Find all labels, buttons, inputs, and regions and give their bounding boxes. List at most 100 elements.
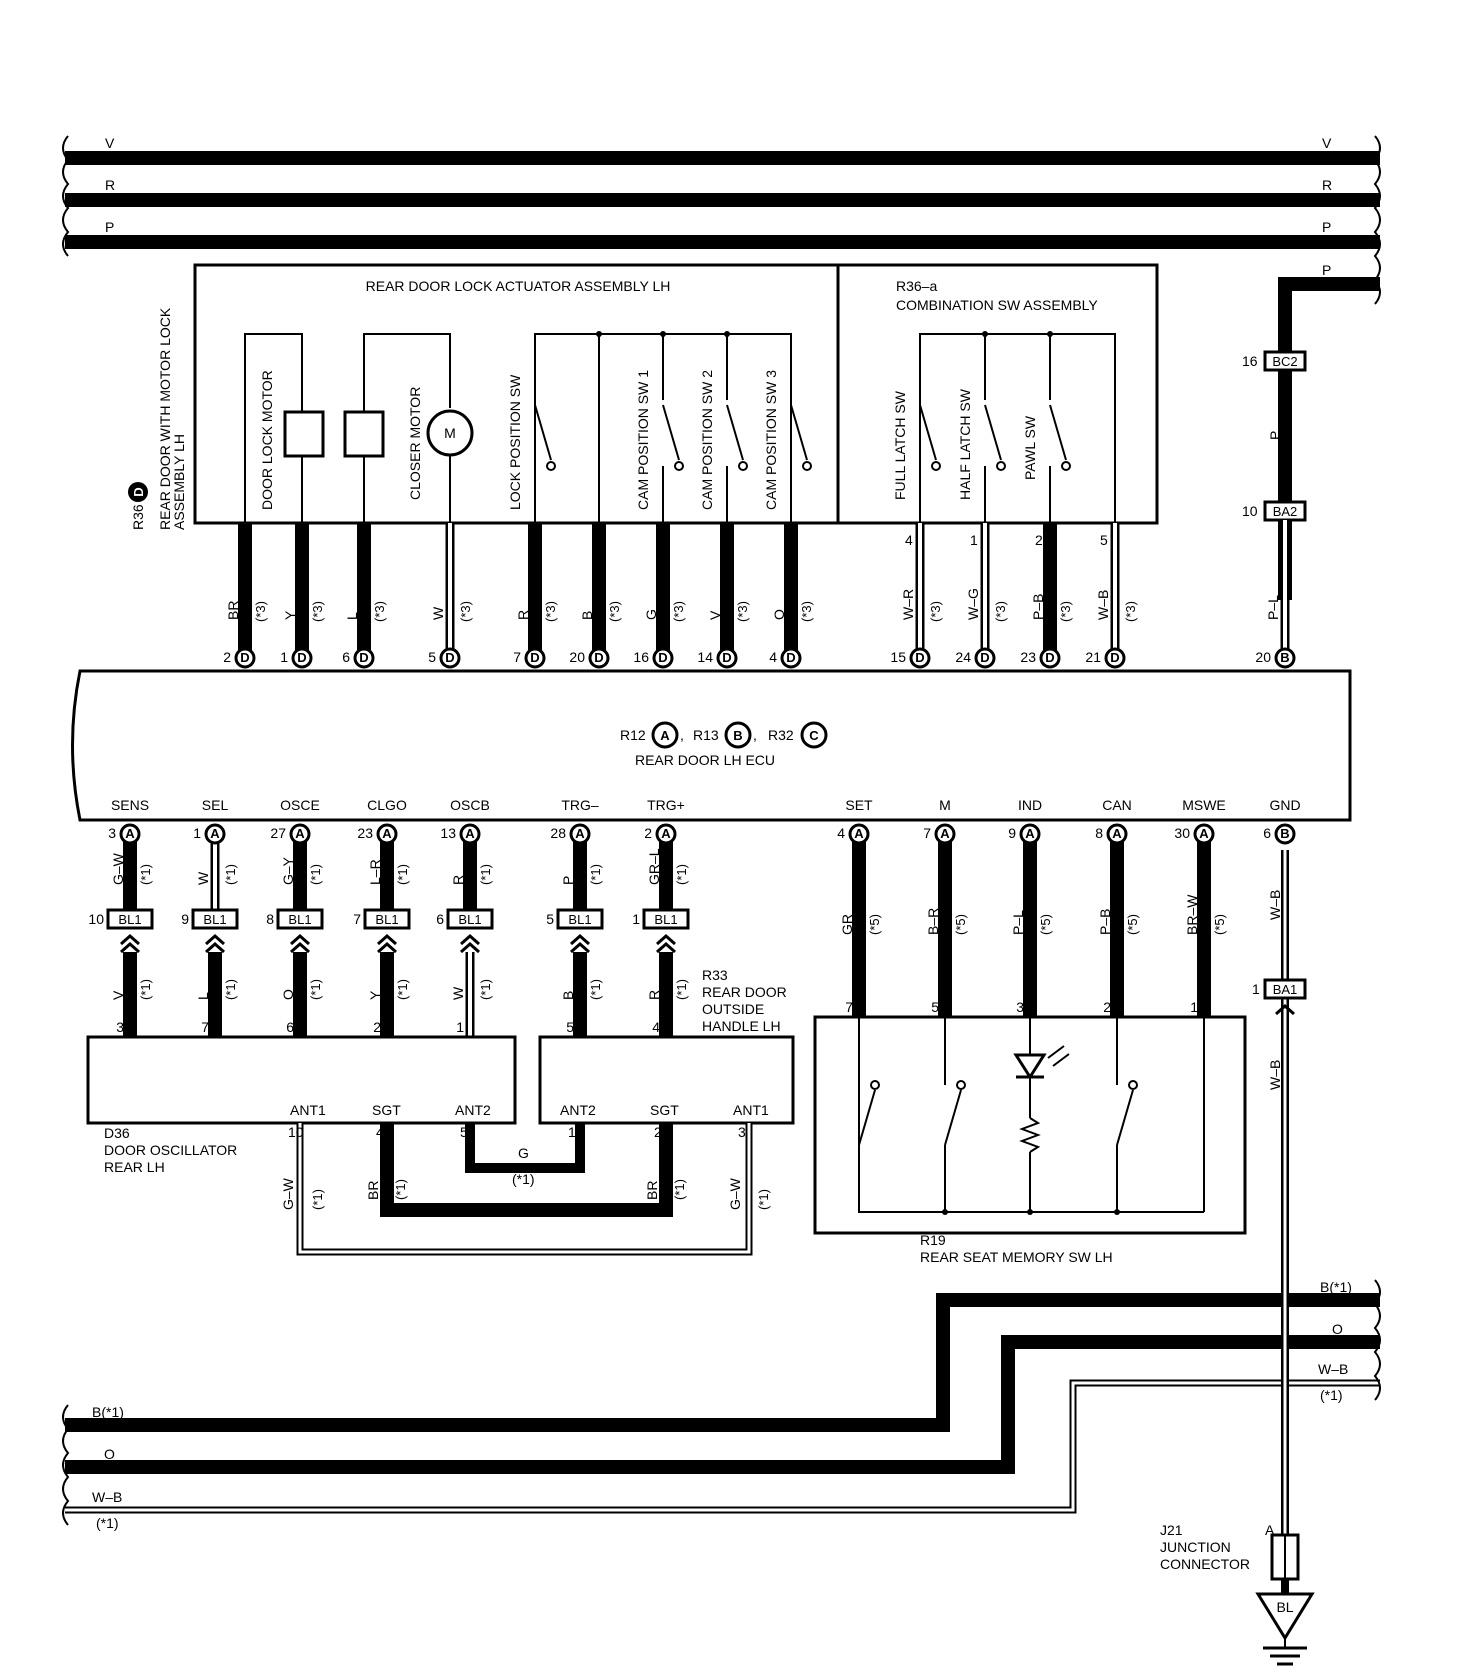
lower-wire-color-SENS: G–W: [110, 852, 126, 885]
bc2-connector: [1263, 350, 1307, 372]
full-latch-sw-label: FULL LATCH SW: [892, 390, 908, 500]
bl1-label-SENS: BL1: [118, 912, 141, 927]
lower-conn-TRG–: [569, 823, 591, 845]
upper-top-pin-FULL: 4: [905, 532, 913, 548]
upper-conn-FULL-letter: D: [915, 650, 924, 665]
upper-wire-color-CPS3: O: [771, 609, 787, 620]
junction-title2: CONNECTOR: [1160, 1556, 1250, 1572]
lower-wire2-note-OSCE: (*1): [308, 979, 323, 1000]
door-assembly-title: REAR DOOR WITH MOTOR LOCK ASSEMBLY LH: [157, 307, 187, 530]
cam-switch-3: CAM POSITION SW 3: [763, 370, 812, 510]
upper-wire-note-CPS2: (*3): [735, 601, 750, 622]
upper-conn-HALF: [974, 647, 996, 669]
can-switch: [1116, 1080, 1138, 1212]
upper-conn-CPSE: [588, 647, 610, 669]
bl1-connector-OSCE: [276, 908, 324, 930]
upper-conn-CPS1-letter: D: [658, 650, 667, 665]
lower-conn-TRG+-letter: A: [661, 826, 671, 841]
lower-conn-CLGO: [376, 823, 398, 845]
handle-ant2-pin: 1: [568, 1124, 576, 1140]
ecu-sep2: ,: [753, 727, 757, 743]
cam-switch-2: CAM POSITION SW 2: [699, 334, 748, 523]
lower-conn-OSCB-letter: A: [465, 826, 475, 841]
ecu-terminal-OSCE: OSCE: [280, 797, 320, 813]
ecu-terminal-SET: SET: [845, 797, 873, 813]
junction-connector: A J21 JUNCTION CONNECTOR BL: [1160, 1522, 1315, 1666]
bus-wb-note-right: (*1): [1320, 1387, 1343, 1403]
lower-wire2-color-SENS: V: [110, 990, 126, 1000]
upper-conn-A+-letter: D: [240, 650, 249, 665]
ecu-terminal-M: M: [939, 797, 951, 813]
bl1-label-TRG+: BL1: [654, 912, 677, 927]
upper-wire-color-CPSE: B: [579, 611, 595, 620]
memory-pin-M: 7: [923, 825, 931, 841]
ba2-label: BA2: [1273, 504, 1298, 519]
bus-b-label-left: B(*1): [92, 1404, 124, 1420]
bus-r-label-right: R: [1322, 177, 1332, 193]
upper-conn-HALF-letter: D: [980, 650, 989, 665]
upper-conn-FULL: [909, 647, 931, 669]
memory-sw-ref: R19: [920, 1232, 946, 1248]
upper-conn-CPS2-letter: D: [722, 650, 731, 665]
device-pin-OSCE: 6: [286, 1019, 294, 1035]
osc-title2: REAR LH: [104, 1159, 165, 1175]
upper-conn-MPX2-letter: B: [1280, 650, 1289, 665]
memory-wire-color-SET: GR: [839, 914, 855, 935]
lock-position-switch: LOCK POSITION SW: [507, 374, 556, 510]
upper-wire-note-HALF: (*3): [993, 601, 1008, 622]
memory-pin-SET: 4: [837, 825, 845, 841]
lower-wire-note-TRG–: (*1): [588, 864, 603, 885]
lower-wire-note-OSCB: (*1): [478, 864, 493, 885]
memory-wire-note-SET: (*5): [867, 914, 882, 935]
bl1-label-CLGO: BL1: [375, 912, 398, 927]
bl1-connector-SENS: [106, 908, 154, 930]
bl1-pin-OSCE: 8: [266, 911, 274, 927]
lower-wire2-color-SEL: L: [195, 992, 211, 1000]
lower-wire-note-TRG+: (*1): [674, 864, 689, 885]
upper-conn-LSW: [524, 647, 546, 669]
memory-wire-note-M: (*5): [953, 914, 968, 935]
memory-pin-IND: 9: [1008, 825, 1016, 841]
osc-ant1: ANT1: [290, 1102, 326, 1118]
gnd-wire-color: W–B: [1267, 890, 1283, 920]
lower-wire-note-SEL: (*1): [223, 864, 238, 885]
br2-note: (*1): [672, 1179, 687, 1200]
door-title-line2: ASSEMBLY LH: [171, 434, 187, 530]
upper-conn-MPX2: [1274, 647, 1296, 669]
upper-wire-color-MPX2: P–L: [1265, 595, 1281, 620]
rear-seat-memory-switch: R19 REAR SEAT MEMORY SW LH: [813, 1015, 1247, 1265]
upper-pin-FULL: 15: [890, 649, 906, 665]
combo-common-bus: [919, 333, 1116, 523]
memory-dev-pin-M: 5: [931, 999, 939, 1015]
bl1-pin-TRG–: 5: [546, 911, 554, 927]
power-buses: V R P V R P P: [62, 135, 1381, 600]
lower-wire-color-SEL: W: [195, 871, 211, 885]
lower-wire2-note-TRG+: (*1): [674, 979, 689, 1000]
upper-pin-CPS1: 16: [633, 649, 649, 665]
closer-motor-label: CLOSER MOTOR: [407, 387, 423, 500]
br-loop-wire: [380, 1123, 673, 1217]
indicator-led: [1013, 1017, 1070, 1212]
ecu-r12-conn: A: [660, 728, 670, 743]
ecu-terminal-TRG+: TRG+: [647, 797, 685, 813]
upper-wire-note-FULL: (*3): [928, 601, 943, 622]
memory-conn-MSWE-letter: A: [1199, 826, 1209, 841]
actuator-title: REAR DOOR LOCK ACTUATOR ASSEMBLY LH: [366, 278, 671, 294]
resistor-icon: [1019, 1117, 1041, 1153]
door-oscillator: ANT1 SGT ANT2 D36 DOOR OSCILLATOR REAR L…: [86, 1035, 517, 1175]
bl1-label-OSCB: BL1: [458, 912, 481, 927]
full-latch-switch: FULL LATCH SW: [892, 390, 941, 500]
bl1-label-OSCE: BL1: [288, 912, 311, 927]
bus-r-label: R: [105, 177, 115, 193]
handle-box: [538, 1035, 795, 1125]
bus-wb-lower: [65, 1379, 1380, 1514]
bus-wb-label-right: W–B: [1318, 1361, 1348, 1377]
upper-conn-A1+: [353, 647, 375, 669]
device-pin-SEL: 7: [201, 1019, 209, 1035]
osc-title1: DOOR OSCILLATOR: [104, 1142, 237, 1158]
lower-wire2-color-CLGO: Y: [367, 990, 383, 1000]
ecu-terminal-IND: IND: [1018, 797, 1042, 813]
lower-wires: SENS3AG–W(*1)BL110V(*1)3SENSSEL1AW(*1)BL…: [88, 797, 1300, 1061]
bus-wb-note-left: (*1): [96, 1515, 119, 1531]
handle-ant1-pin: 3: [738, 1124, 746, 1140]
